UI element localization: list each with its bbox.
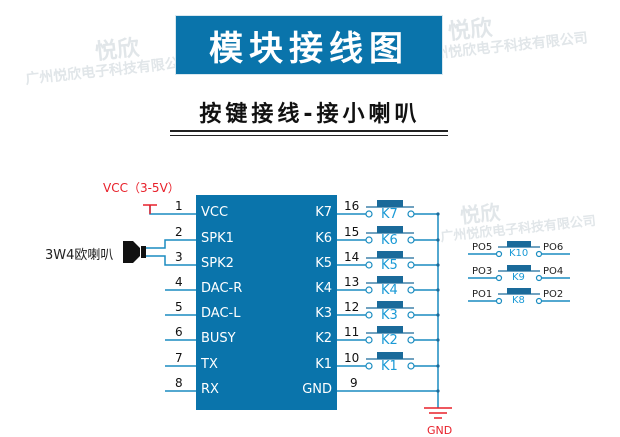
pin-number-3: 3 <box>175 250 183 264</box>
pin-label-rx: RX <box>201 382 219 397</box>
key-switch-k3: K3 <box>381 308 398 323</box>
key-switch-k1: K1 <box>381 359 398 374</box>
pin-number-6: 6 <box>175 325 183 339</box>
pin-label-busy: BUSY <box>201 331 236 346</box>
ground-label: GND <box>427 424 453 437</box>
pin-label-k4: K4 <box>315 281 332 296</box>
pin-label-k2: K2 <box>315 331 332 346</box>
pin-number-12: 12 <box>344 300 360 314</box>
extra-key-k8-right: PO2 <box>543 289 564 300</box>
subtitle-rule-thick <box>170 130 448 132</box>
pin-number-15: 15 <box>344 225 360 239</box>
speaker-cone <box>123 241 140 263</box>
extra-key-k9: K9 <box>512 272 525 283</box>
extra-key-k10-left: PO5 <box>472 242 493 253</box>
pin-number-7: 7 <box>175 351 183 365</box>
speaker-icon <box>122 240 148 264</box>
pin-label-k7: K7 <box>315 205 332 220</box>
extra-key-k9-right: PO4 <box>543 266 564 277</box>
pin-label-k1: K1 <box>315 357 332 372</box>
pin-number-16: 16 <box>344 199 360 213</box>
pin-label-tx: TX <box>201 357 218 372</box>
extra-key-k10-right: PO6 <box>543 242 564 253</box>
pin-label-gnd: GND <box>302 382 332 397</box>
pin-number-2: 2 <box>175 225 183 239</box>
extra-key-k10: K10 <box>509 248 529 259</box>
pin-number-11: 11 <box>344 325 360 339</box>
pin-label-dac-r: DAC-R <box>201 281 243 296</box>
extra-key-k8: K8 <box>512 295 525 306</box>
title-banner: 模块接线图 <box>175 15 443 75</box>
pin-label-vcc: VCC <box>201 205 229 220</box>
key-switch-k4: K4 <box>381 283 398 298</box>
pin-number-13: 13 <box>344 275 360 289</box>
subtitle-rule-thin <box>170 135 448 136</box>
pin-label-k6: K6 <box>315 231 332 246</box>
module-chip <box>196 195 337 410</box>
pin-number-10: 10 <box>344 351 360 365</box>
pin-number-14: 14 <box>344 250 360 264</box>
vcc-label: VCC（3-5V） <box>103 181 180 195</box>
subtitle: 按键接线-接小喇叭 <box>199 102 421 127</box>
pin-label-spk2: SPK2 <box>201 256 234 271</box>
key-switch-k7: K7 <box>381 207 398 222</box>
speaker-label: 3W4欧喇叭 <box>45 248 114 263</box>
pin-label-dac-l: DAC-L <box>201 306 241 321</box>
pin-label-k3: K3 <box>315 306 332 321</box>
pin-number-5: 5 <box>175 300 183 314</box>
key-switch-k2: K2 <box>381 333 398 348</box>
pin-number-1: 1 <box>175 199 183 213</box>
key-switch-k6: K6 <box>381 233 398 248</box>
extra-key-k9-left: PO3 <box>472 266 493 277</box>
pin-label-k5: K5 <box>315 256 332 271</box>
pin-number-4: 4 <box>175 275 183 289</box>
extra-key-k8-left: PO1 <box>472 289 493 300</box>
key-switch-k5: K5 <box>381 258 398 273</box>
page-title: 模块接线图 <box>209 28 409 69</box>
pin-number-8: 8 <box>175 376 183 390</box>
pin-number-9: 9 <box>350 376 358 390</box>
pin-label-spk1: SPK1 <box>201 231 234 246</box>
